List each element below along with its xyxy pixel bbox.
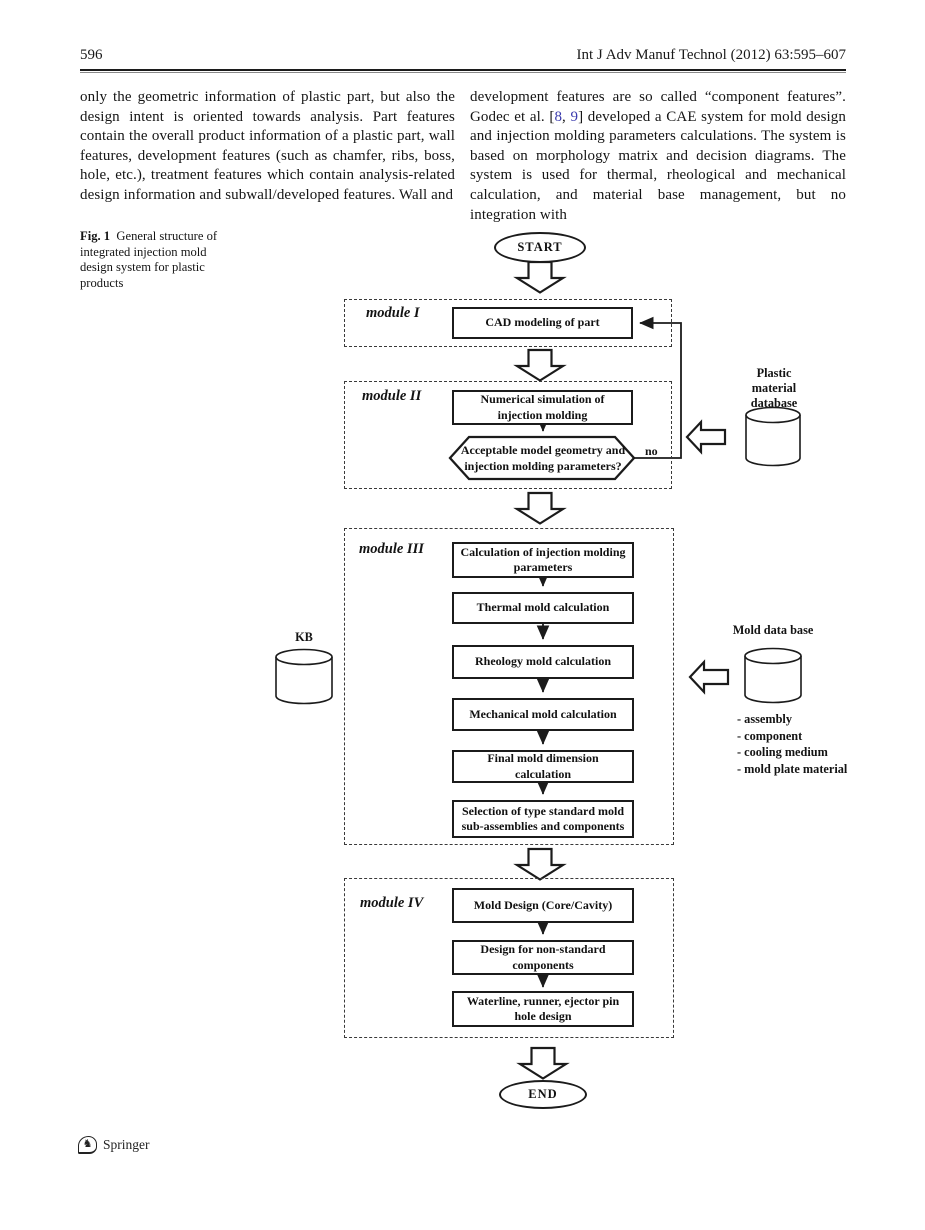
mold-database-label: Mold data base	[732, 623, 814, 637]
module-2-container	[344, 381, 672, 489]
block-arrow-down-start	[513, 260, 567, 294]
module-3-container	[344, 528, 674, 845]
figure-caption: Fig. 1 General structure of integrated i…	[80, 229, 240, 291]
flow-box-final-dimension: Final mold dimension calculation	[452, 750, 634, 783]
right-col-text-after: ] developed a CAE system for mold design…	[470, 108, 847, 223]
figure-caption-label: Fig. 1	[80, 229, 111, 243]
publisher-name: Springer	[103, 1137, 150, 1152]
journal-header: Int J Adv Manuf Technol (2012) 63:595–60…	[576, 47, 846, 63]
block-arrow-left-mold-db	[688, 659, 730, 695]
mold-database-items: - assembly - component - cooling medium …	[737, 711, 847, 777]
flow-box-waterline: Waterline, runner, ejector pin hole desi…	[452, 991, 634, 1027]
end-terminal: END	[499, 1080, 587, 1109]
citation-link-9[interactable]: 9	[570, 108, 579, 125]
springer-logo-icon: ♞	[78, 1136, 97, 1154]
kb-database-label: KB	[295, 630, 313, 644]
mold-db-item-component: - component	[737, 728, 803, 743]
body-column-left: only the geometric information of plasti…	[80, 89, 455, 203]
mold-database-cylinder	[744, 647, 802, 704]
mold-db-item-plate-material: - mold plate material	[737, 761, 848, 776]
flow-box-mechanical: Mechanical mold calculation	[452, 698, 634, 731]
right-col-text-before: development features are so called “comp…	[470, 89, 846, 125]
page-number: 596	[80, 47, 103, 63]
figure-caption-text: General structure of integrated injectio…	[80, 229, 218, 290]
flow-box-calc-params: Calculation of injection molding paramet…	[452, 542, 634, 578]
module-1-label: module I	[366, 305, 420, 321]
block-arrow-left-plastic-db	[685, 419, 727, 455]
plastic-database-cylinder	[745, 406, 801, 467]
flow-box-non-standard: Design for non-standard components	[452, 940, 634, 975]
block-arrow-down-m3-m4	[513, 847, 567, 881]
decision-text: Acceptable model geometry and injection …	[460, 442, 626, 473]
flow-box-mold-design: Mold Design (Core/Cavity)	[452, 888, 634, 923]
citation-separator: ,	[562, 108, 571, 125]
flow-box-selection-standard: Selection of type standard mold sub-asse…	[452, 800, 634, 838]
module-4-label: module IV	[360, 895, 424, 911]
no-branch-label: no	[645, 444, 658, 458]
start-terminal: START	[494, 232, 586, 263]
flow-box-thermal: Thermal mold calculation	[452, 592, 634, 624]
module-1-container	[344, 299, 672, 347]
module-3-label: module III	[359, 541, 424, 557]
mold-db-item-cooling-medium: - cooling medium	[737, 745, 828, 760]
block-arrow-down-m1-m2	[513, 348, 567, 382]
module-2-label: module II	[362, 388, 422, 404]
flow-box-numerical-simulation: Numerical simulation of injection moldin…	[452, 390, 633, 425]
block-arrow-down-end	[516, 1046, 570, 1080]
publisher-footer: ♞ Springer	[78, 1136, 150, 1154]
module-4-container	[344, 878, 674, 1038]
block-arrow-down-m2-m3	[513, 491, 567, 525]
flow-box-cad-modeling: CAD modeling of part	[452, 307, 633, 339]
citation-link-8[interactable]: 8	[554, 108, 563, 125]
kb-database-cylinder	[275, 648, 333, 705]
body-column-right: development features are so called “comp…	[470, 88, 846, 225]
plastic-database-label: Plastic material database	[750, 366, 798, 410]
mold-db-item-assembly: - assembly	[737, 712, 792, 726]
header-rule	[80, 69, 846, 73]
flow-box-rheology: Rheology mold calculation	[452, 645, 634, 679]
